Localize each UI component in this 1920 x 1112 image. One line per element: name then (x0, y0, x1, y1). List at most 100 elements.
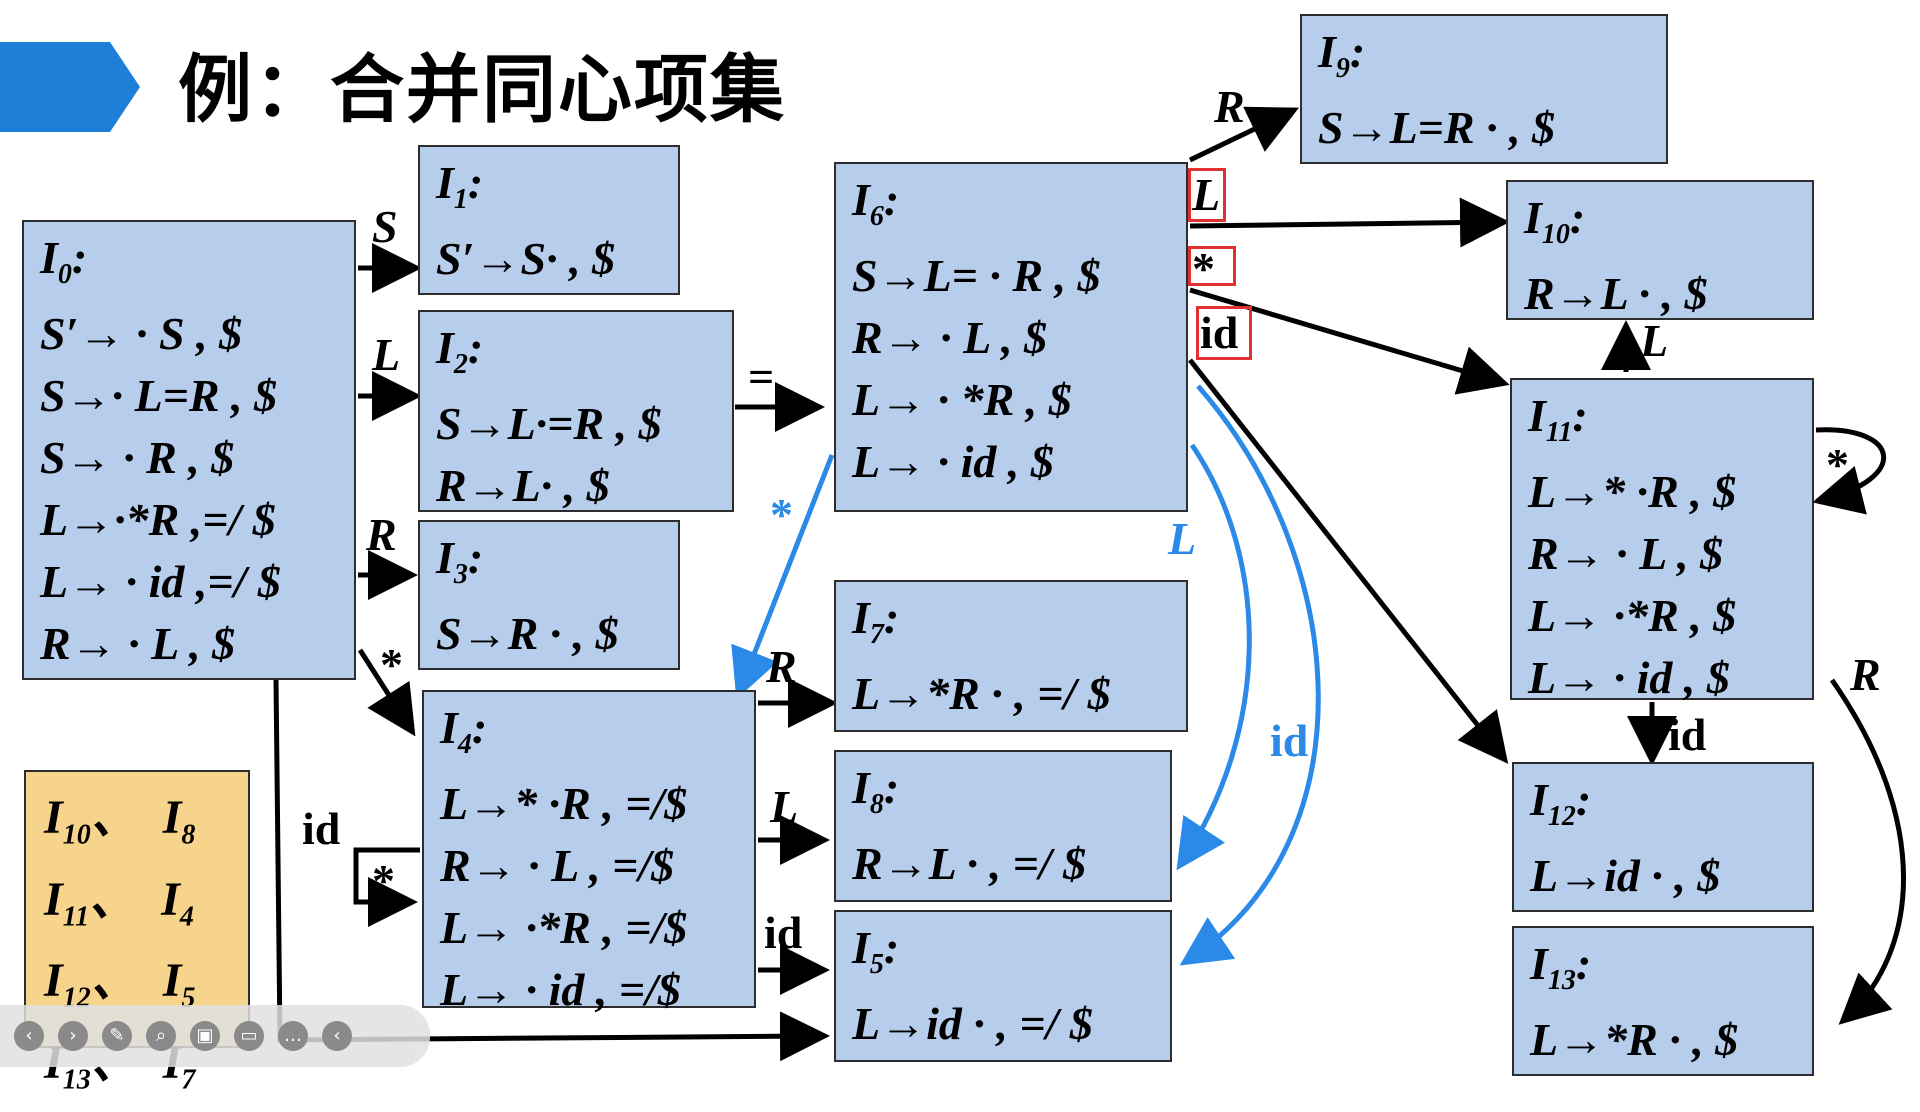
state-I3: I3: S→R · , $ (418, 520, 680, 670)
lr-item: L→ · id , =/$ (440, 964, 681, 1016)
lr-item: L→ ·*R , $ (1528, 590, 1737, 642)
edge-I6-I9 (1188, 106, 1300, 163)
highlight-box-L (1188, 168, 1226, 222)
state-I4: I4: L→* ·R , =/$ R→ · L , =/$ L→ ·*R , =… (422, 690, 756, 1015)
state-title: I4: (440, 702, 488, 761)
state-title: I7: (852, 592, 900, 651)
edge-label-I6-I5: id (1270, 715, 1309, 766)
lr-item: S′→ · S , $ (40, 308, 243, 360)
lr-item: L→ · id , $ (852, 436, 1054, 488)
state-I2: I2: S→L·=R , $ R→L· , $ (418, 310, 734, 512)
lr-item: R→ · L , $ (1528, 528, 1724, 580)
edge-I6-I5 (1179, 384, 1321, 966)
edge-label-I6-I11: * (1192, 243, 1215, 294)
edge-I6-I8 (1176, 443, 1252, 871)
edge-label-I4-self: * (372, 855, 395, 906)
lr-item: S→L=R · , $ (1318, 102, 1556, 154)
state-title: I13: (1530, 938, 1592, 997)
state-title: I5: (852, 922, 900, 981)
more-icon[interactable]: … (278, 1021, 308, 1051)
lr-item: S′→S· , $ (436, 233, 616, 285)
lr-item: L→*R · , $ (1530, 1014, 1739, 1066)
lr-item: S→ · R , $ (40, 432, 235, 484)
state-title: I11: (1528, 390, 1588, 449)
next-slide-icon[interactable]: › (58, 1021, 88, 1051)
edge-label-I6-I12: id (1200, 307, 1239, 358)
state-I9: I9: S→L=R · , $ (1300, 14, 1668, 164)
slide: 例：合并同心项集 (0, 14, 1906, 1095)
lr-item: L→* ·R , $ (1528, 466, 1737, 518)
state-I11: I11: L→* ·R , $ R→ · L , $ L→ ·*R , $ L→… (1510, 378, 1814, 703)
state-I0: I0: S′→ · S , $ S→· L=R , $ S→ · R , $ L… (22, 220, 356, 680)
camera-icon[interactable]: ▣ (190, 1021, 220, 1051)
lr-item: L→* ·R , =/$ (440, 778, 688, 830)
state-title: I10: (1524, 192, 1586, 251)
comment-icon[interactable]: ▭ (234, 1021, 264, 1051)
state-I6: I6: S→L= · R , $ R→ · L , $ L→ · *R , $ … (834, 162, 1188, 512)
lr-item: S→R · , $ (436, 608, 619, 660)
lr-item: S→· L=R , $ (40, 370, 278, 422)
state-title: I12: (1530, 774, 1592, 833)
transition-edges (273, 106, 1906, 1062)
edge-label-I6-I9: R (1214, 81, 1245, 132)
lr-item: L→id · , =/ $ (852, 998, 1093, 1050)
edge-label-I0-I2: L (372, 329, 401, 380)
prev-slide-icon[interactable]: ‹ (14, 1021, 44, 1051)
slide-title: 例：合并同心项集 (178, 47, 786, 133)
edge-label-I2-I6: = (748, 351, 775, 402)
edge-label-I4-I5: id (764, 907, 803, 958)
edge-I6-I12 (1188, 358, 1509, 764)
edge-label-I0-I1: S (372, 201, 398, 252)
state-I10: I10: R→L · , $ (1506, 180, 1814, 320)
edge-label-I0-I5: id (302, 803, 341, 854)
edge-label-I11-I10: L (1640, 315, 1669, 366)
edge-I11-I13 (1829, 678, 1906, 1025)
highlight-box-id (1196, 306, 1252, 360)
state-I13: I13: L→*R · , $ (1512, 926, 1814, 1076)
merge-pair: I12、 I5 (44, 954, 196, 1014)
title-banner-arrow (0, 42, 140, 132)
edge-label-I11-self: * (1826, 439, 1849, 490)
state-I5: I5: L→id · , =/ $ (834, 910, 1172, 1062)
zoom-icon[interactable]: ⌕ (146, 1021, 176, 1051)
lr-item: L→·*R ,=/ $ (40, 494, 276, 546)
state-title: I9: (1318, 26, 1366, 85)
lr-item: R→ · L , $ (852, 312, 1048, 364)
lr-item: L→ · *R , $ (852, 374, 1072, 426)
lr-item: R→L· , $ (436, 460, 610, 512)
edge-I6-I10 (1189, 197, 1510, 248)
edge-I4-self (353, 847, 420, 927)
edge-label-I11-I13: R (1850, 649, 1881, 700)
lr-item: L→ · id ,=/ $ (40, 556, 281, 608)
edge-label-I4-I7: R (766, 641, 797, 692)
state-I1: I1: S′→S· , $ (418, 145, 680, 295)
edge-I11-self (1812, 427, 1886, 515)
merge-pair: I10、 I8 (44, 791, 196, 851)
edge-label-I0-I3: R (366, 509, 397, 560)
lr-item: L→ ·*R , =/$ (440, 902, 688, 954)
edge-label-I11-I12: id (1668, 709, 1707, 760)
state-title: I1: (436, 157, 484, 216)
highlight-box-star (1188, 246, 1236, 286)
edge-I6-I11 (1189, 287, 1510, 395)
state-title: I3: (436, 532, 484, 591)
edge-I6-I4 (731, 454, 835, 700)
lr-item: R→L · , $ (1524, 268, 1708, 320)
state-I8: I8: R→L · , =/ $ (834, 750, 1172, 902)
edge-label-I0-I4: * (380, 639, 403, 690)
lr-item: L→*R · , =/ $ (852, 668, 1111, 720)
lr-item: R→ · L , =/$ (440, 840, 675, 892)
lr-item: R→ · L , $ (40, 618, 236, 670)
edge-label-I6-I10: L (1192, 169, 1221, 220)
lr-item: L→id · , $ (1530, 850, 1721, 902)
pen-icon[interactable]: ✎ (102, 1021, 132, 1051)
collapse-icon[interactable]: ‹ (322, 1021, 352, 1051)
edge-label-I4-I8: L (770, 781, 799, 832)
edge-I0-I4 (357, 648, 416, 737)
lr-item: S→L·=R , $ (436, 398, 662, 450)
lr-item: S→L= · R , $ (852, 250, 1101, 302)
state-I7: I7: L→*R · , =/ $ (834, 580, 1188, 732)
state-I12: I12: L→id · , $ (1512, 762, 1814, 912)
presentation-toolbar: ‹ › ✎ ⌕ ▣ ▭ … ‹ (0, 1005, 430, 1067)
lr-item: R→L · , =/ $ (852, 838, 1087, 890)
